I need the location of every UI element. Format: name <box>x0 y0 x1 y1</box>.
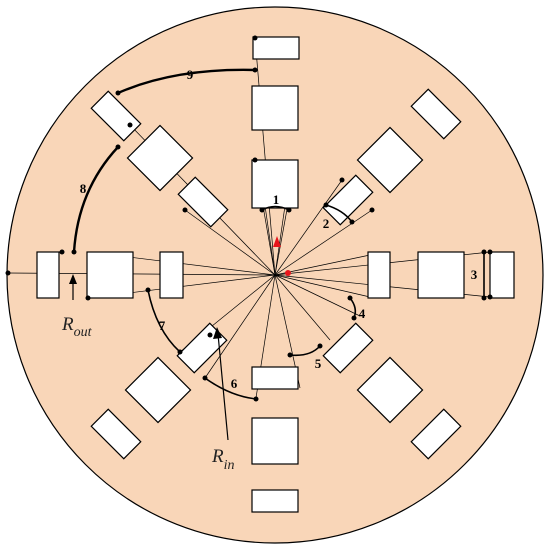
block-upper-right-middle <box>356 126 424 194</box>
block-right-inner <box>367 251 391 299</box>
arc-8 <box>72 146 119 253</box>
ray <box>274 254 371 276</box>
node <box>481 295 487 301</box>
node <box>317 343 323 349</box>
node <box>339 177 345 183</box>
center-arrow-marker <box>273 236 281 247</box>
node <box>252 67 258 73</box>
ray <box>274 179 343 276</box>
center-dot-marker <box>285 270 291 276</box>
node <box>202 375 208 381</box>
block-upper-left-inner <box>177 176 229 228</box>
node <box>323 202 329 208</box>
r-out-label: Rout <box>61 314 93 340</box>
node <box>252 35 258 41</box>
ray <box>274 274 371 298</box>
block-upper-right-inner <box>322 174 374 226</box>
block-top-outer <box>252 36 300 60</box>
r-in-label-main: R <box>211 446 224 467</box>
block-lower-right-outer <box>410 408 462 460</box>
arc-9 <box>117 68 256 95</box>
block-left-middle <box>86 251 134 299</box>
arc-number-6: 6 <box>231 376 238 391</box>
node <box>182 207 188 213</box>
arm-right <box>367 251 515 299</box>
r-in-arrowhead <box>213 327 222 339</box>
node <box>487 294 493 300</box>
block-bottom-inner <box>251 366 299 390</box>
arm-left <box>36 251 184 299</box>
arc-number-5: 5 <box>315 356 322 371</box>
block-bottom-outer <box>251 489 299 513</box>
block-bottom-middle <box>251 417 299 465</box>
ray <box>254 37 276 276</box>
node <box>487 249 493 255</box>
r-out-arrowhead <box>69 274 77 284</box>
block-lower-left-outer <box>90 408 142 460</box>
node <box>115 144 121 150</box>
node <box>253 396 259 402</box>
node <box>127 122 133 128</box>
node <box>369 207 375 213</box>
node <box>5 270 11 276</box>
node <box>177 349 183 355</box>
block-left-inner <box>159 251 184 299</box>
node <box>207 332 213 338</box>
arc-7 <box>147 289 181 353</box>
r-out-label-sub: out <box>74 325 93 340</box>
ray <box>204 274 276 379</box>
arc-number-3: 3 <box>471 267 478 282</box>
block-right-outer <box>489 251 515 299</box>
block-lower-left-middle <box>124 356 192 424</box>
arm-upper-right <box>322 88 462 226</box>
arc-number-2: 2 <box>323 216 330 231</box>
ray <box>184 209 276 276</box>
block-top-middle <box>251 85 299 131</box>
arc-number-8: 8 <box>80 181 87 196</box>
arc-number-4: 4 <box>359 306 366 321</box>
node-dots <box>5 35 493 402</box>
node <box>351 315 357 321</box>
arc-number-7: 7 <box>159 318 166 333</box>
block-upper-right-outer <box>410 88 462 140</box>
node <box>347 295 353 301</box>
arc-number-9: 9 <box>187 67 194 82</box>
arc-2 <box>325 204 353 223</box>
ray <box>274 274 361 317</box>
arc-number-1: 1 <box>273 192 280 207</box>
r-in-label-sub: in <box>224 458 235 473</box>
block-lower-right-middle <box>356 356 424 424</box>
arc-6 <box>204 377 257 400</box>
node <box>145 287 151 293</box>
ray <box>274 209 373 276</box>
node <box>115 90 121 96</box>
node <box>59 249 65 255</box>
node <box>259 207 265 213</box>
r-in-arrow-line <box>217 333 229 441</box>
block-upper-left-outer <box>90 90 142 142</box>
block-lower-right-inner <box>322 322 374 374</box>
node <box>85 295 91 301</box>
arm-bottom <box>251 366 299 513</box>
block-right-middle <box>417 251 465 299</box>
r-in-label: Rin <box>211 446 235 473</box>
arm-top <box>251 36 300 209</box>
node <box>286 207 292 213</box>
node <box>349 219 355 225</box>
block-upper-left-middle <box>126 124 194 192</box>
block-top-inner <box>251 159 299 209</box>
arm-upper-left <box>90 90 229 228</box>
block-left-outer <box>36 251 60 299</box>
node <box>481 249 487 255</box>
node <box>287 352 293 358</box>
node <box>252 157 258 163</box>
arm-lower-right <box>322 322 462 460</box>
node <box>71 249 77 255</box>
ray <box>274 274 331 341</box>
r-out-label-main: R <box>61 314 74 335</box>
